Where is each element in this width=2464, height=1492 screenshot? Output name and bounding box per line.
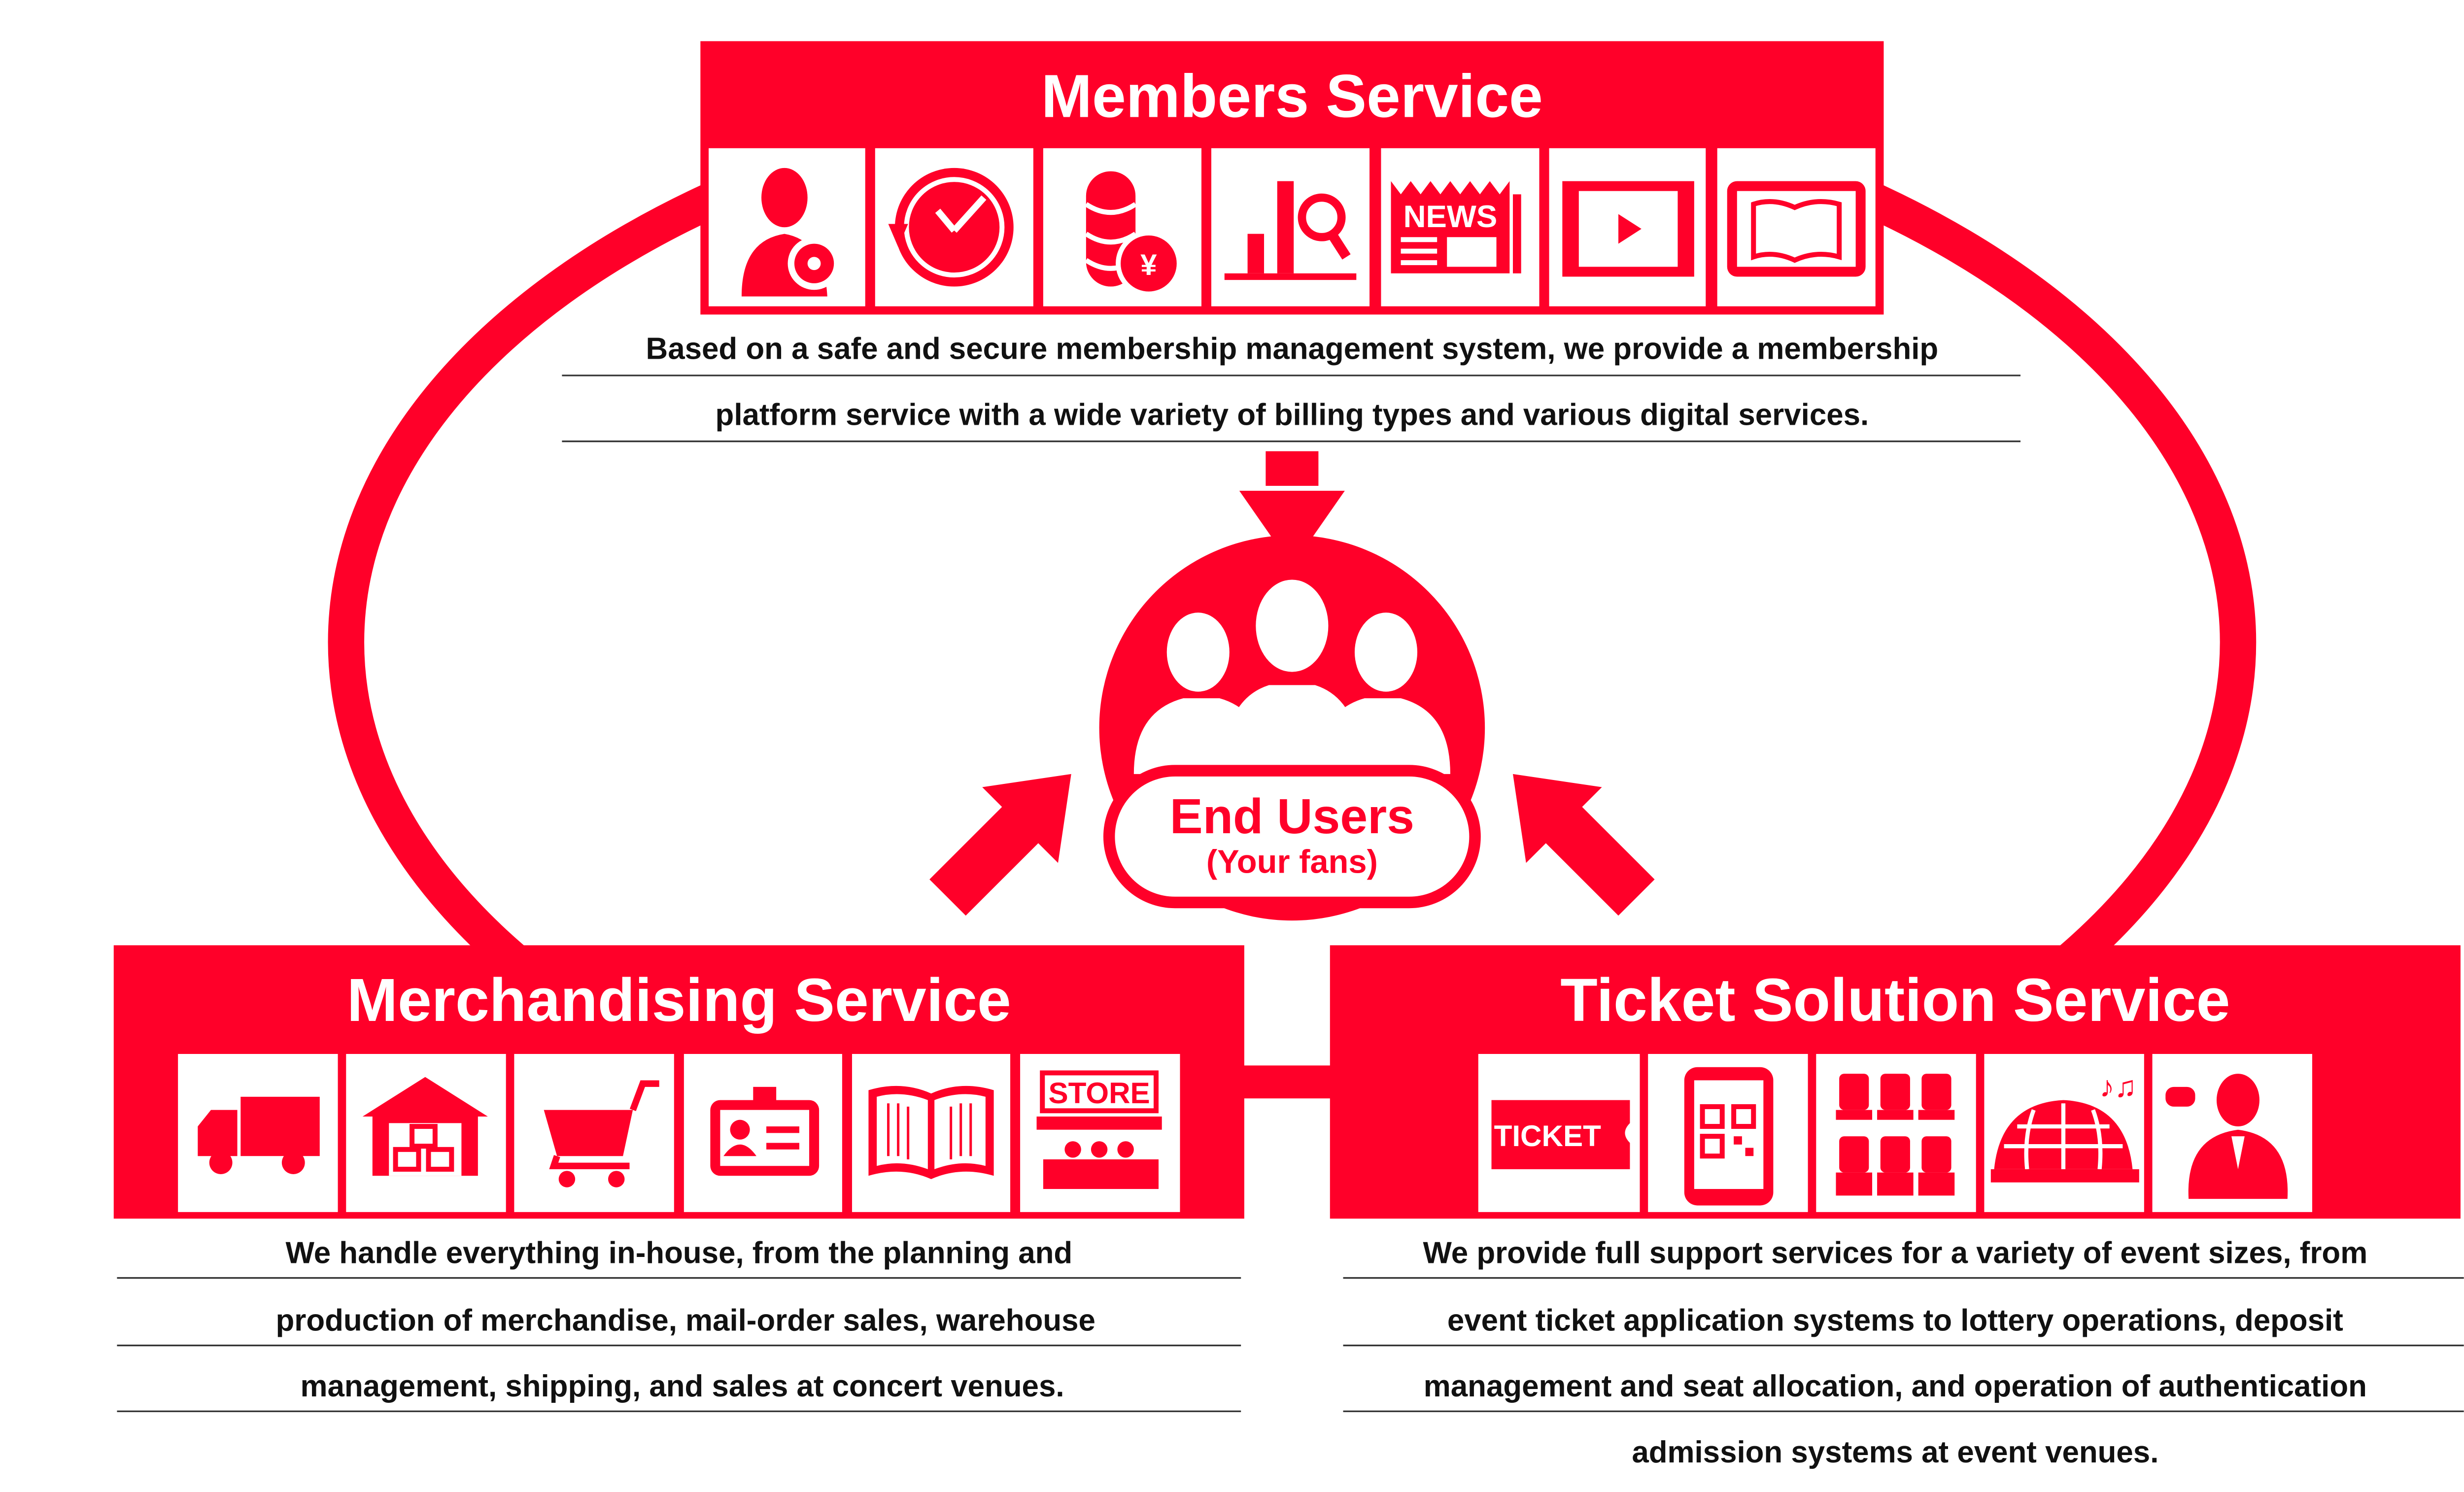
chart-search-icon	[1211, 148, 1370, 306]
user-gear-icon	[709, 148, 865, 306]
staff-guide-icon	[2152, 1053, 2312, 1212]
ticket-description-line-3: management and seat allocation, and oper…	[1424, 1369, 2367, 1403]
ticket-description-line-4: admission systems at event venues.	[1632, 1435, 2158, 1469]
users-group-icon	[1133, 579, 1450, 774]
qr-smartphone-icon	[1648, 1053, 1808, 1212]
store-icon: STORE	[1020, 1053, 1180, 1212]
end-users-subtitle: (Your fans)	[1206, 843, 1378, 880]
news-label: NEWS	[1403, 199, 1498, 234]
end-users-pill	[1103, 765, 1481, 909]
members-description-line-2: platform service with a wide variety of …	[716, 398, 1869, 432]
coin-stack-yen-icon: ¥	[1043, 148, 1201, 306]
news-icon: NEWS	[1381, 148, 1540, 306]
merchandising-service-panel: Merchandising Service	[113, 945, 1244, 1219]
ticket-solution-service-panel: Ticket Solution Service TICKET	[1330, 945, 2461, 1219]
end-users-hub: End Users (Your fans)	[1099, 490, 1485, 921]
clock-refresh-icon	[875, 148, 1033, 306]
open-book-icon	[852, 1053, 1011, 1212]
ticket-solution-service-title: Ticket Solution Service	[1560, 966, 2230, 1034]
members-service-title: Members Service	[1041, 62, 1543, 130]
ticket-description-line-1: We provide full support services for a v…	[1423, 1236, 2367, 1270]
arrow-up-right-icon	[929, 774, 1071, 916]
tablet-ebook-icon	[1717, 148, 1876, 306]
svg-text:♪♫: ♪♫	[2100, 1070, 2137, 1103]
merch-description-line-1: We handle everything in-house, from the …	[285, 1236, 1072, 1270]
merchandising-service-title: Merchandising Service	[347, 966, 1011, 1034]
ticket-label: TICKET	[1494, 1119, 1602, 1153]
warehouse-icon	[346, 1053, 506, 1212]
dome-music-icon: ♪♫	[1984, 1053, 2144, 1212]
merch-description-line-2: production of merchandise, mail-order sa…	[275, 1303, 1095, 1337]
arrow-up-left-icon	[1513, 774, 1655, 916]
truck-icon	[178, 1053, 338, 1212]
shopping-cart-icon	[514, 1053, 674, 1212]
end-users-title: End Users	[1170, 789, 1414, 844]
members-service-panel: Members Service ¥	[700, 41, 1884, 315]
seats-icon	[1816, 1053, 1976, 1212]
ticket-icon: TICKET	[1478, 1053, 1640, 1212]
id-card-icon	[684, 1053, 842, 1212]
connector-bar	[1236, 1065, 1338, 1099]
yen-symbol: ¥	[1140, 248, 1157, 281]
store-label: STORE	[1048, 1077, 1150, 1110]
merch-description-line-3: management, shipping, and sales at conce…	[300, 1369, 1064, 1403]
members-description-line-1: Based on a safe and secure membership ma…	[646, 332, 1939, 366]
ticket-description-line-2: event ticket application systems to lott…	[1447, 1303, 2343, 1337]
video-play-icon	[1549, 148, 1706, 306]
